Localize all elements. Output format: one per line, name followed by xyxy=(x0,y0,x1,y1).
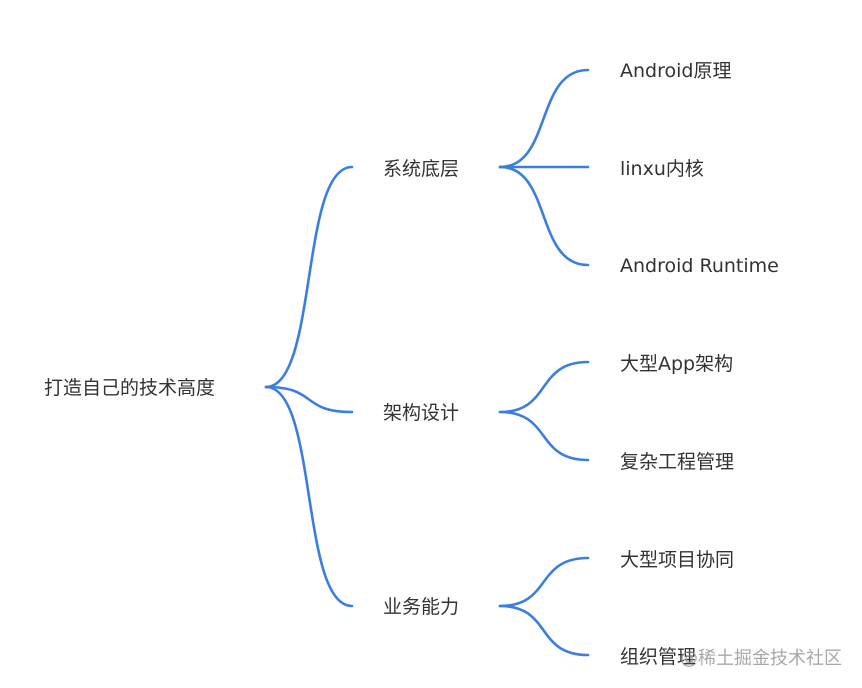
leaf-label: 大型App架构 xyxy=(620,353,733,375)
leaf-label: 复杂工程管理 xyxy=(620,451,734,473)
edge-branch-2-child-1 xyxy=(498,360,590,414)
branch-label: 业务能力 xyxy=(383,596,459,618)
edge-branch-2-child-2 xyxy=(498,410,590,462)
branch-label: 系统底层 xyxy=(383,158,459,180)
edge-root-branch-2 xyxy=(264,385,354,414)
root-node-label: 打造自己的技术高度 xyxy=(44,377,215,399)
leaf-label: Android原理 xyxy=(620,60,731,82)
edges xyxy=(264,68,590,657)
edge-root-branch-3 xyxy=(264,385,354,608)
edge-branch-1-child-1 xyxy=(498,68,590,169)
leaf-label: Android Runtime xyxy=(620,255,779,277)
edge-branch-3-child-1 xyxy=(498,556,590,608)
leaf-label: 大型项目协同 xyxy=(620,549,734,571)
edge-branch-3-child-2 xyxy=(498,604,590,657)
edge-branch-1-child-3 xyxy=(498,165,590,267)
labels: 打造自己的技术高度 系统底层 架构设计 业务能力 Android原理 linxu… xyxy=(44,60,842,669)
edge-root-branch-1 xyxy=(264,165,354,389)
leaf-label: linxu内核 xyxy=(620,158,704,180)
watermark-text: @稀土掘金技术社区 xyxy=(680,648,842,669)
leaf-label: 组织管理 xyxy=(620,646,696,668)
branch-label: 架构设计 xyxy=(383,402,459,424)
